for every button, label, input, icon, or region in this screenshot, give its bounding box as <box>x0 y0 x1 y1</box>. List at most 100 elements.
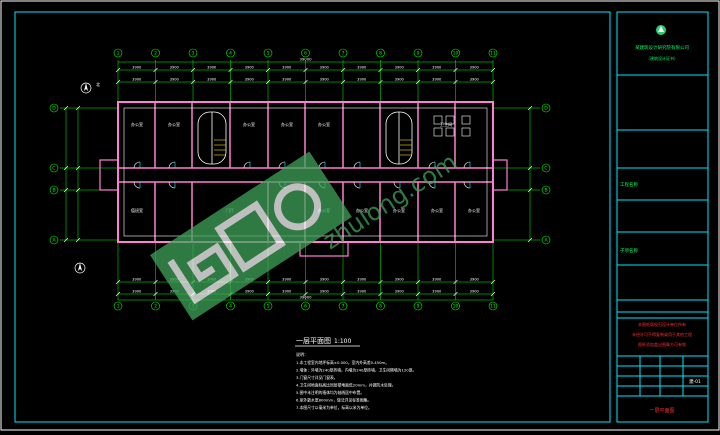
door-swing <box>463 161 471 169</box>
dimension-text: 3900 <box>357 66 367 70</box>
dimension-tick <box>340 67 346 73</box>
axis-label: 7 <box>342 51 345 57</box>
axis-label: 2 <box>154 51 157 57</box>
title-block: 某建筑设计研究院有限公司 （建筑设计证书） 工程名称 子项名称 本图纸版权归设计… <box>616 11 709 423</box>
axis-bubble <box>541 163 551 173</box>
axis-label: 5 <box>267 51 270 57</box>
axis-bubble <box>151 48 160 58</box>
axis-label: 10 <box>453 51 459 57</box>
dimension-tick <box>340 279 346 285</box>
design-note-line: 6.室外散水宽800mm，做法详见标准图集。 <box>296 398 371 403</box>
plan-title-text: 一层平面图 <box>296 337 331 345</box>
door-swing <box>353 181 361 189</box>
dimension-tick <box>63 187 69 193</box>
dimension-tick <box>265 291 271 297</box>
tb-drawing-name: 一层平面图 <box>649 408 674 414</box>
dimension-tick <box>527 187 533 193</box>
stair-right <box>385 111 413 165</box>
axis-label: 2 <box>154 304 157 310</box>
dimension-tick <box>415 79 421 85</box>
dimension-text: 3900 <box>320 290 330 294</box>
dimension-text: 3900 <box>395 290 405 294</box>
dimension-text: 3900 <box>395 78 405 82</box>
dimension-tick <box>527 237 533 243</box>
design-note-line: 1.本工程室内地坪标高±0.000，室内外高差0.450m。 <box>296 360 389 365</box>
section-marker-icon <box>74 262 86 274</box>
tb-red-note-3: 图纸须加盖出图章方可有效 <box>638 341 686 347</box>
axis-label: 8 <box>379 304 382 310</box>
dimension-text: 3900 <box>432 66 442 70</box>
dimension-text: 3900 <box>357 290 367 294</box>
dimension-tick <box>453 67 458 73</box>
design-notes: 说明： 1.本工程室内地坪标高±0.000，室内外高差0.450m。2.墙体：外… <box>296 351 416 410</box>
dimension-tick <box>190 67 196 73</box>
axis-bubble <box>49 163 59 173</box>
dimension-tick <box>75 237 81 243</box>
axis-bubble <box>541 103 551 113</box>
dimension-text: 3900 <box>320 66 330 70</box>
axis-bubble <box>49 103 59 113</box>
axis-bubble <box>151 301 160 311</box>
dimension-text: 3900 <box>470 66 480 70</box>
room-label: 办公室 <box>356 207 368 213</box>
axis-label: B <box>52 188 55 194</box>
axis-label: 4 <box>229 304 232 310</box>
room-label: 办公室 <box>468 207 480 213</box>
axis-bubble <box>451 301 460 311</box>
tb-company-name: 某建筑设计研究院有限公司 <box>635 44 689 51</box>
door-swing <box>318 161 326 169</box>
dimension-text: 3900 <box>395 66 405 70</box>
axis-label: C <box>52 166 55 172</box>
dimension-text: 3900 <box>320 78 330 82</box>
axis-label: A <box>52 238 56 244</box>
axis-bubble <box>376 48 385 58</box>
tb-sheet-no: 建-01 <box>689 378 701 385</box>
dimension-tick <box>265 279 271 285</box>
dimension-text: 3900 <box>320 278 330 282</box>
dimension-tick <box>415 291 421 297</box>
axis-bubble <box>188 48 198 58</box>
room-label: 办公室 <box>131 121 143 127</box>
room-label: 卫生间 <box>440 121 452 127</box>
dimension-text: 3900 <box>282 78 292 82</box>
tb-item-label: 子项名称 <box>620 247 638 254</box>
door-swing <box>278 161 286 169</box>
room-label: 办公室 <box>318 121 330 127</box>
dimension-text: 3900 <box>282 278 292 282</box>
tb-project-label: 工程名称 <box>620 181 638 188</box>
axis-label: 4 <box>229 51 232 57</box>
room-label: 办公室 <box>281 121 293 127</box>
dimension-text: 3900 <box>282 66 292 70</box>
room-label: 办公室 <box>168 121 180 127</box>
notes-heading: 说明： <box>296 351 308 357</box>
dimension-text: 3900 <box>282 290 292 294</box>
dimension-text: 3900 <box>207 66 217 70</box>
svg-text:北: 北 <box>96 81 100 87</box>
axis-bubble <box>338 301 348 311</box>
axis-bubble <box>226 301 235 311</box>
design-note-line: 5.图中未注明的墙体均为轴线居中布置。 <box>296 390 364 395</box>
door-swing <box>353 161 361 169</box>
dimension-tick <box>228 67 233 73</box>
dimension-text: 3900 <box>132 290 142 294</box>
axis-bubble <box>301 301 310 311</box>
dimension-text: 3900 <box>245 66 255 70</box>
north-arrow-icon: 北 <box>80 81 100 94</box>
axis-label: 11 <box>490 304 496 310</box>
dimension-tick <box>63 105 69 111</box>
axis-bubble <box>226 48 235 58</box>
axis-bubble <box>488 48 498 58</box>
door-swing <box>428 181 436 189</box>
axis-label: 10 <box>453 304 459 310</box>
overall-dimension-text: 39000 <box>299 295 312 300</box>
tb-red-note-2: 未经许可不得复制或用于其他工程 <box>632 331 692 337</box>
dimension-tick <box>115 279 121 285</box>
dimension-text: 3900 <box>170 66 180 70</box>
dimension-text: 3900 <box>357 278 367 282</box>
dimension-tick <box>378 291 383 297</box>
dimension-tick <box>190 79 196 85</box>
axis-label: B <box>544 188 547 194</box>
dimension-tick <box>228 79 233 85</box>
dimension-tick <box>527 165 533 171</box>
tb-red-note-1: 本图纸版权归设计单位所有 <box>638 321 686 327</box>
